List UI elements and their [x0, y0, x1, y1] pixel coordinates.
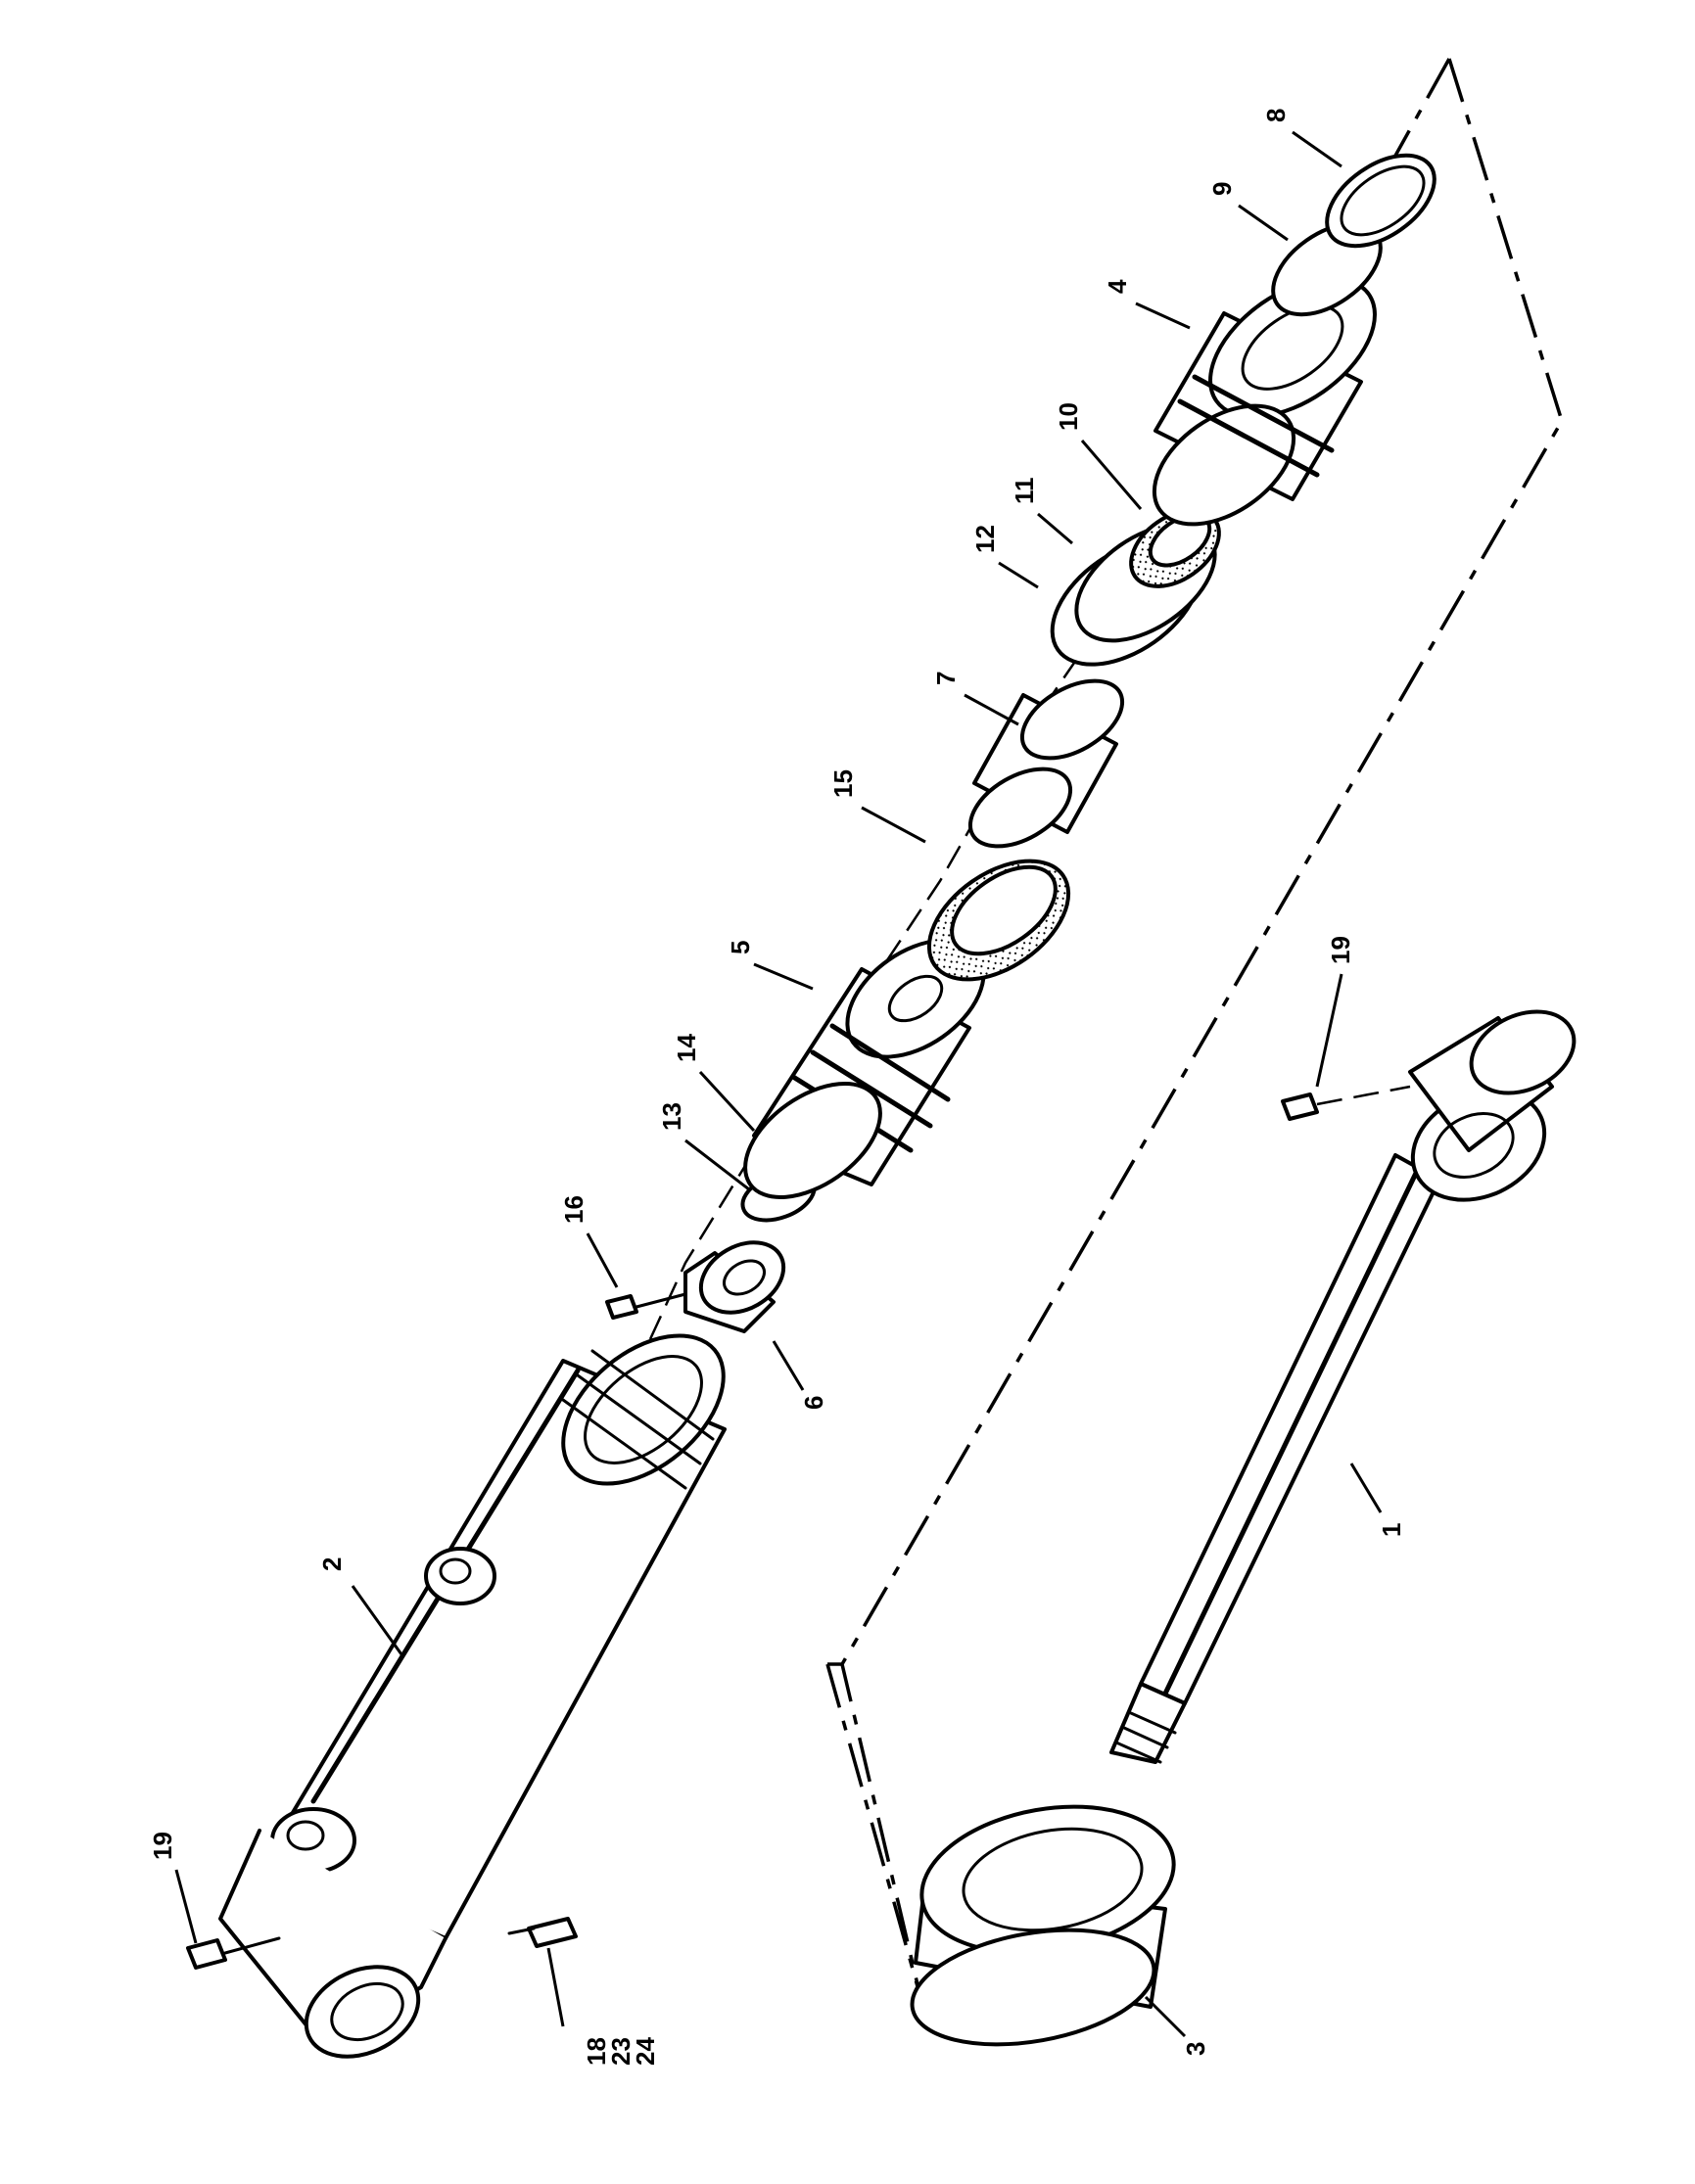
grease-fitting-rod — [1281, 1085, 1411, 1121]
callout-14: 14 — [672, 1034, 701, 1062]
callout-12: 12 — [970, 525, 1000, 553]
set-screw-16 — [605, 1292, 687, 1320]
piston-ring — [743, 1082, 882, 1199]
callout-9: 9 — [1207, 182, 1237, 196]
callout-5: 5 — [726, 941, 755, 954]
end-cap — [910, 1804, 1176, 2047]
callout-1: 1 — [1377, 1523, 1406, 1537]
callout-3: 3 — [1181, 2042, 1210, 2056]
callout-7: 7 — [931, 672, 961, 685]
callout-13: 13 — [657, 1102, 686, 1131]
rod-assembly-boundary-lower — [827, 58, 1451, 1666]
callout-10: 10 — [1054, 402, 1083, 431]
callout-24: 24 — [631, 2037, 660, 2066]
callout-2: 2 — [317, 1557, 347, 1571]
callout-16: 16 — [559, 1195, 589, 1224]
piston-rod — [1109, 1009, 1577, 1764]
callout-18: 18 — [582, 2037, 611, 2066]
rod-assembly-boundary — [825, 58, 1564, 1998]
cylinder-barrel — [218, 1333, 727, 2059]
callout-23: 23 — [606, 2037, 636, 2066]
callout-19-rod: 19 — [1326, 936, 1355, 964]
leader-lines — [174, 130, 1383, 2038]
ring-8 — [1325, 153, 1436, 249]
callout-15: 15 — [828, 769, 858, 798]
callouts: 1 2 3 4 5 6 7 8 9 10 11 12 13 14 15 16 1… — [148, 109, 1406, 2066]
fitting-18-23-24 — [507, 1917, 578, 1948]
gland — [1152, 276, 1377, 527]
callout-19-barrel: 19 — [148, 1832, 177, 1860]
callout-6: 6 — [799, 1396, 828, 1410]
callout-4: 4 — [1103, 279, 1132, 294]
piston-nut — [683, 1240, 786, 1333]
spacer-tube — [967, 678, 1125, 849]
callout-11: 11 — [1010, 478, 1039, 505]
grease-fitting-barrel — [186, 1936, 281, 1970]
callout-8: 8 — [1261, 109, 1291, 122]
